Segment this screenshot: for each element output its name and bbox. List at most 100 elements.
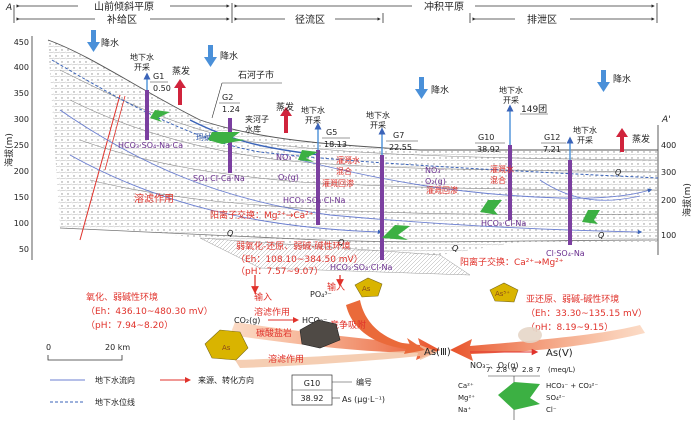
regiment-label: 149团 (521, 104, 547, 115)
svg-text:7: 7 (536, 366, 540, 374)
hydro-type-g2: SO₄·Cl-Ca·Na (193, 174, 245, 183)
evap-label-3: 蒸发 (632, 133, 650, 145)
as3-label: As(Ⅲ) (424, 347, 451, 358)
leach-label-3: 溶滤作用 (268, 353, 304, 365)
tick-100: 100 (14, 219, 29, 228)
zone-alluvial: 冲积平原 (424, 0, 464, 13)
tick-150: 150 (14, 193, 29, 202)
stiff-g10 (480, 200, 502, 215)
svg-text:（Eh：436.10~480.30 mV）: （Eh：436.10~480.30 mV） (86, 306, 213, 317)
well-g2: G2 1.24 (219, 93, 240, 173)
well-g2-id: G2 (222, 93, 233, 102)
well-g1-value: 0.50 (153, 84, 171, 93)
rtick-200: 200 (661, 196, 676, 205)
no3-o2-label: NO₃⁻、O₂(g) (470, 361, 519, 370)
zone-recharge: 补给区 (107, 13, 137, 26)
stiff-legend: 7 2.8 0 2.8 7 (meq/L) Ca²⁺ Mg²⁺ Na⁺ HCO₃… (458, 366, 598, 420)
svg-text:地下水: 地下水 (499, 85, 523, 95)
legend: 地下水流向 地下水位线 来源、转化方向 G10 38.92 编号 As (μg·… (50, 374, 385, 407)
tick-250: 250 (14, 141, 29, 150)
svg-text:O₂(g): O₂(g) (425, 177, 446, 186)
precip-label-3: 降水 (431, 84, 449, 96)
compete-label: 竞争吸附 (330, 319, 366, 331)
svg-text:As⁵⁺: As⁵⁺ (495, 290, 510, 298)
svg-text:（Eh：33.30~135.15 mV）: （Eh：33.30~135.15 mV） (526, 308, 647, 319)
svg-text:（pH：8.19~9.15）: （pH：8.19~9.15） (526, 322, 613, 333)
precipitation-arrows: 降水 降水 降水 降水 (87, 30, 631, 99)
svg-text:NO₃⁻: NO₃⁻ (425, 166, 445, 175)
svg-text:灌溉水: 灌溉水 (490, 164, 514, 174)
legend-id-label: 编号 (356, 377, 372, 387)
process-flow: 输入 输入 溶滤作用 PO₄³⁻ CO₂(g) HCO₃⁻ 碳酸盐岩 竞争吸附 … (204, 275, 645, 370)
rtick-400: 400 (661, 141, 676, 150)
svg-text:灌溉水: 灌溉水 (336, 155, 360, 165)
well-g10-id: G10 (478, 133, 494, 142)
svg-text:（Eh：108.10~384.50 mV）: （Eh：108.10~384.50 mV） (236, 254, 363, 265)
hydro-type-g12: Cl·SO₄-Na (546, 249, 585, 258)
svg-text:Q: Q (338, 238, 344, 247)
precip-arrow-1 (87, 30, 100, 52)
evap-label-2: 蒸发 (276, 101, 294, 113)
input-label-2: 输入 (327, 281, 345, 293)
zone-discharge: 排泄区 (527, 13, 557, 26)
rtick-100: 100 (661, 231, 676, 240)
svg-text:O₂(g): O₂(g) (278, 173, 299, 182)
precip-label-2: 降水 (220, 50, 238, 62)
quaternary-labels: Q Q Q Q Q (227, 168, 621, 253)
legend-level: 地下水位线 (95, 397, 135, 407)
hydro-types: HCO₃·SO₄-Na·Ca SO₄·Cl-Ca·Na HCO₃·SO₄·Cl-… (118, 141, 585, 272)
stiff-g12 (582, 210, 600, 224)
svg-text:地下水: 地下水 (366, 110, 390, 120)
precip-arrow-2 (204, 45, 217, 67)
leach-label-2: 溶滤作用 (254, 306, 290, 318)
svg-text:开采: 开采 (577, 135, 593, 145)
species-labels: NO₃⁻ O₂(g) NO₃⁻ O₂(g) (276, 153, 446, 186)
carbonate-rock (299, 319, 341, 349)
well-g5: 地下水 开采 G5 18.13 (301, 105, 350, 225)
svg-text:Q: Q (615, 168, 621, 177)
arrow-compete (346, 300, 425, 354)
corner-a: A (5, 3, 12, 13)
evap-arrow-2 (280, 107, 292, 133)
svg-text:Na⁺: Na⁺ (458, 406, 472, 414)
svg-text:Q: Q (452, 244, 458, 253)
stiff-g5 (298, 150, 318, 162)
stiff-g7 (382, 225, 410, 240)
leach-label-1: 溶滤作用 (134, 192, 174, 205)
cross-section (47, 39, 659, 276)
svg-text:（pH：7.57~9.07）: （pH：7.57~9.07） (236, 266, 323, 277)
svg-text:0: 0 (512, 366, 516, 374)
svg-text:Ca²⁺: Ca²⁺ (458, 382, 474, 390)
tick-50: 50 (19, 245, 29, 254)
mixing-labels: 灌溉水 混合 灌溉回渗 灌溉回渗 灌溉水 混合 (322, 155, 514, 195)
precip-label-4: 降水 (613, 73, 631, 85)
reservoir-label-a: 夹河子 (245, 114, 269, 124)
legend-source: 来源、转化方向 (198, 375, 254, 385)
co2-label: CO₂(g) (234, 316, 260, 325)
tick-300: 300 (14, 115, 29, 124)
left-axis-label: 海拔(m) (3, 133, 15, 167)
mineral-rock-left: As (204, 329, 249, 361)
svg-text:0: 0 (46, 343, 51, 352)
svg-text:地下水: 地下水 (573, 125, 597, 135)
po4-label: PO₄³⁻ (310, 290, 332, 299)
mineral-rock-right: As⁵⁺ (489, 282, 519, 303)
svg-text:灌溉回渗: 灌溉回渗 (426, 185, 458, 195)
legend-flow: 地下水流向 (95, 375, 135, 385)
legend-well-val: 38.92 (301, 394, 324, 403)
right-axis: 400 300 200 100 A' 海拔(m) (657, 115, 693, 255)
precip-label-1: 降水 (101, 37, 119, 49)
svg-text:As: As (222, 344, 231, 352)
svg-text:混合: 混合 (336, 166, 352, 176)
svg-text:Mg²⁺: Mg²⁺ (458, 394, 475, 402)
svg-text:SO₄²⁻: SO₄²⁻ (546, 394, 566, 402)
svg-text:Q: Q (227, 229, 233, 238)
mineral-rock-mid: As (354, 277, 383, 298)
well-g7: 地下水 开采 G7 22.55 (366, 110, 418, 260)
well-g12-value: 7.21 (543, 145, 561, 154)
svg-text:As: As (362, 285, 371, 293)
hydro-type-g7: HCO₃·SO₄·Cl-Na (330, 263, 392, 272)
hydro-type-g1: HCO₃·SO₄-Na·Ca (118, 141, 183, 150)
ion-exchange-2: 阳离子交换：Ca²⁺→Mg²⁺ (460, 256, 564, 268)
